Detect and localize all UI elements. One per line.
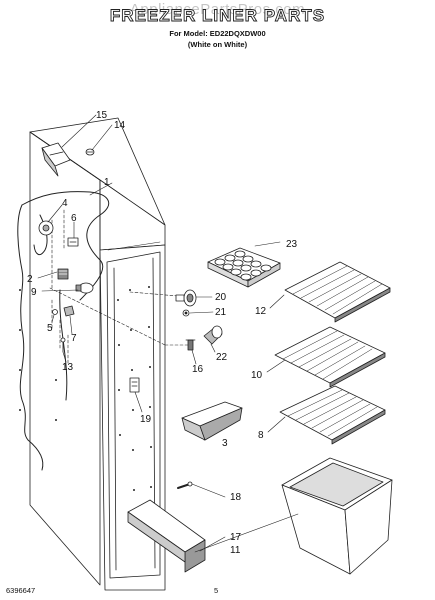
small-part-13 (60, 337, 66, 353)
callout-19: 19 (140, 414, 152, 425)
callout-3: 3 (222, 438, 228, 449)
callout-5: 5 (47, 323, 53, 334)
wire-shelf-12 (284, 261, 391, 323)
model-number: For Model: ED22DQXDW00 (169, 29, 266, 38)
storage-bin-11 (281, 457, 393, 575)
color-variant: (White on White) (187, 40, 248, 49)
callout-22: 22 (216, 352, 228, 363)
ice-tray (207, 247, 281, 288)
shelf-support-3 (181, 401, 243, 441)
callout-11: 11 (230, 545, 241, 556)
small-part-7 (63, 305, 75, 317)
screw-18 (177, 481, 193, 489)
callout-14: 14 (114, 120, 126, 131)
callout-20: 20 (215, 292, 227, 303)
document-number: 6396647 (6, 586, 36, 595)
callout-12: 12 (255, 306, 267, 317)
wire-shelf-10 (274, 326, 386, 388)
thermistor-part (38, 220, 54, 236)
bottom-bracket-17 (127, 499, 206, 573)
washer-21 (182, 309, 190, 317)
page-number: 5 (214, 586, 219, 595)
leader-lines (37, 114, 299, 553)
wire-clip-6 (67, 237, 79, 247)
callout-23: 23 (286, 239, 298, 250)
callout-15: 15 (96, 110, 108, 121)
callout-2: 2 (27, 274, 33, 285)
light-bulb (75, 282, 94, 294)
liner-shelf-slots (19, 286, 152, 491)
light-socket (57, 268, 69, 280)
callout-21: 21 (215, 307, 227, 318)
top-bracket (41, 142, 71, 177)
callout-4: 4 (62, 198, 68, 209)
wire-shelf-8 (279, 385, 386, 445)
clip-19 (129, 377, 140, 393)
callout-13: 13 (62, 362, 74, 373)
callout-10: 10 (251, 370, 263, 381)
screw-14 (85, 148, 95, 156)
roller-20 (175, 289, 197, 307)
screw-16 (185, 339, 196, 351)
wiring-harness (17, 191, 110, 471)
callout-labels: 15 14 1 4 6 2 9 5 7 13 23 20 21 12 22 16… (27, 110, 298, 556)
callout-9: 9 (31, 287, 37, 298)
watermark-text: AppliancePartsPros.com (129, 1, 306, 18)
callout-18: 18 (230, 492, 242, 503)
callout-1: 1 (104, 177, 110, 188)
page-title: FREEZER LINER PARTS (109, 6, 326, 26)
bracket-22 (203, 325, 223, 345)
small-part-5 (52, 309, 58, 315)
callout-7: 7 (71, 333, 77, 344)
callout-8: 8 (258, 430, 264, 441)
callout-16: 16 (192, 364, 204, 375)
callout-17: 17 (230, 532, 242, 543)
callout-6: 6 (71, 213, 77, 224)
